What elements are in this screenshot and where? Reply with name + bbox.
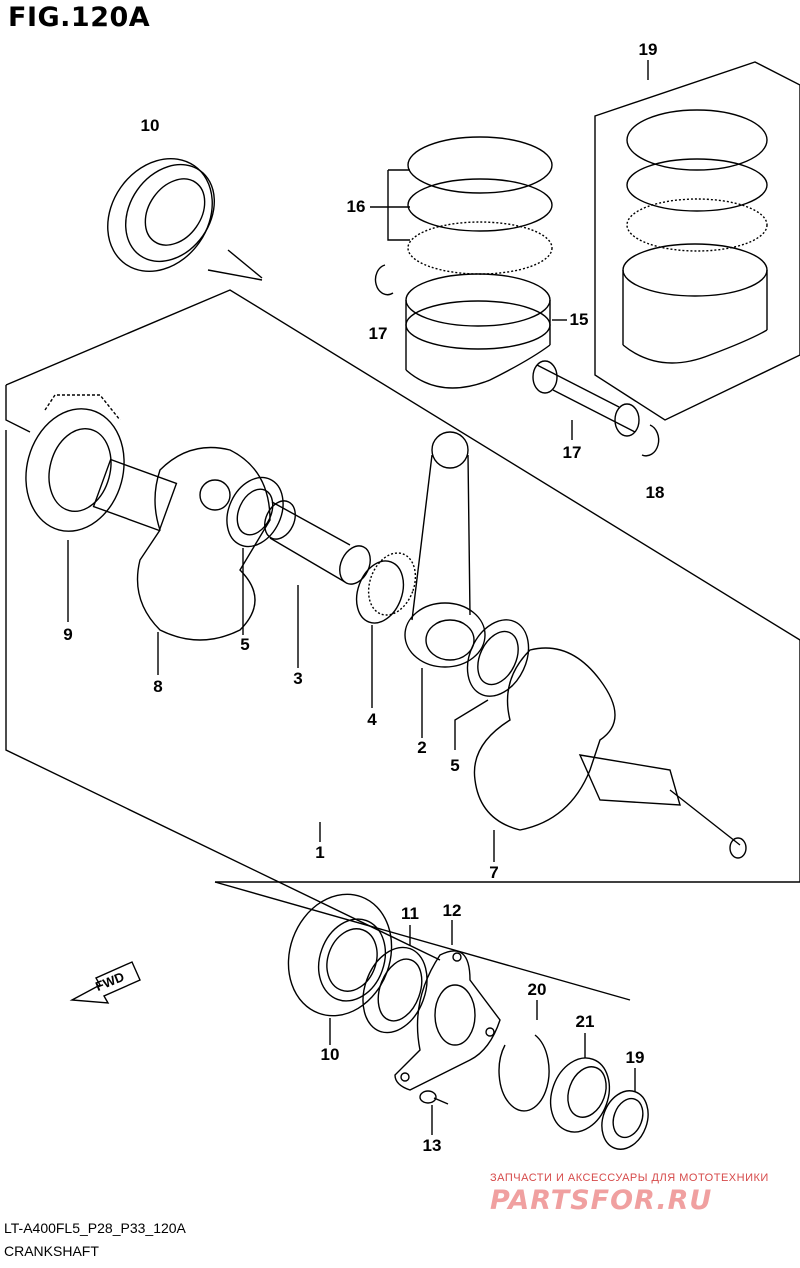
crank-gear-8	[25, 394, 125, 532]
piston-pin-clip-right	[641, 424, 660, 457]
callout-17-left: 17	[368, 324, 388, 343]
callout-13: 13	[422, 1136, 442, 1155]
callout-9: 10	[140, 116, 160, 135]
watermark-big: PARTSFOR.RU	[490, 1185, 713, 1216]
piston-14	[405, 273, 551, 389]
thrust-washer-5-left	[226, 476, 284, 548]
oil-seal-18	[601, 1090, 649, 1150]
thrust-washer-5-right	[466, 619, 530, 697]
crank-web-6	[92, 446, 271, 641]
callout-3: 3	[293, 669, 303, 688]
callout-11: 11	[401, 904, 419, 923]
callout-14: 15	[569, 310, 589, 329]
callout-1: 1	[315, 843, 325, 862]
crank-bearing-10	[287, 893, 393, 1017]
crankshaft-assembly-outline	[5, 289, 800, 641]
connecting-rod-2	[404, 431, 486, 668]
crank-web-7	[473, 647, 747, 859]
crank-pin-3	[264, 500, 371, 585]
callout-4: 4	[367, 710, 377, 729]
callout-8: 9	[63, 625, 73, 644]
figure-name: CRANKSHAFT	[4, 1243, 99, 1259]
callout-6: 8	[153, 677, 163, 696]
screw-13	[419, 1090, 449, 1105]
callout-15: 16	[346, 197, 366, 216]
crank-bearing-9	[107, 157, 216, 273]
circlip-19	[498, 1034, 550, 1112]
oil-seal-11	[362, 946, 428, 1034]
figure-code: LT-A400FL5_P28_P33_120A	[4, 1220, 186, 1236]
bearing-retainer-12	[394, 950, 501, 1091]
bearing-21	[549, 1057, 611, 1133]
piston-rings-15	[407, 136, 553, 275]
piston-pin-16	[532, 360, 640, 437]
piston-set-box	[594, 61, 800, 421]
callout-7: 7	[489, 863, 499, 882]
callout-18: 19	[625, 1048, 645, 1067]
fwd-arrow-icon	[69, 961, 141, 1004]
callout-17-right: 18	[645, 483, 665, 502]
figure-title: FIG.120A	[8, 2, 151, 33]
callout-21: 21	[575, 1012, 595, 1031]
callout-10: 10	[320, 1045, 340, 1064]
callout-5-left: 5	[240, 635, 250, 654]
callout-12: 12	[442, 901, 462, 920]
piston-pin-clip-left	[374, 264, 394, 296]
callout-20: 19	[638, 40, 658, 59]
callout-2: 2	[417, 738, 427, 757]
callout-5-right: 5	[450, 756, 460, 775]
piston-set-20	[622, 109, 768, 364]
callout-19: 20	[527, 980, 547, 999]
watermark-small: ЗАПЧАСТИ И АКСЕССУАРЫ ДЛЯ МОТОТЕХНИКИ	[490, 1172, 769, 1184]
callout-16: 17	[562, 443, 582, 462]
